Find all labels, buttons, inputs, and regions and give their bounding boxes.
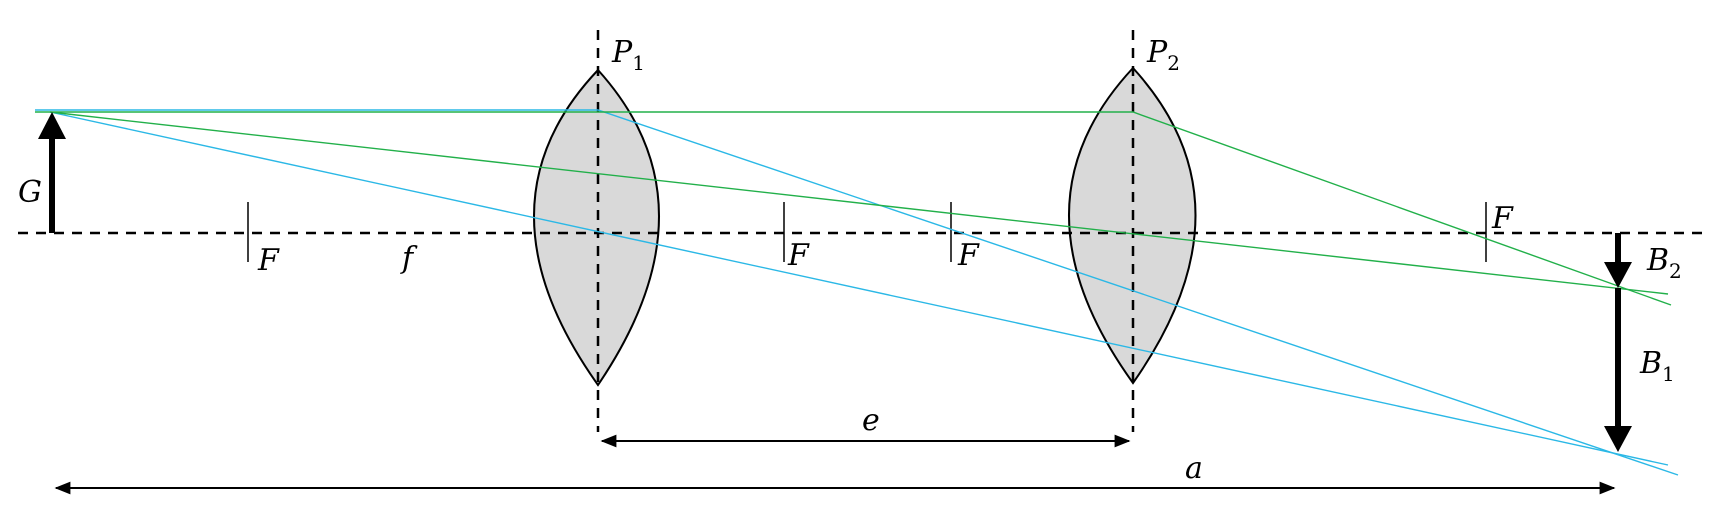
object-arrow-head (38, 112, 66, 139)
label-total-distance-a: a (1185, 451, 1203, 486)
label-image-1: B1 (1639, 346, 1675, 386)
label-focal-point-1: F (257, 243, 280, 278)
lens-2 (1068, 66, 1197, 385)
label-lens-1: P1 (611, 35, 645, 75)
ray-cyan-chief (49, 111, 1669, 466)
label-lens-2: P2 (1146, 35, 1180, 75)
label-image-2: B2 (1646, 243, 1682, 283)
label-focal-point-3: F (957, 238, 980, 273)
label-object-g: G (18, 175, 42, 210)
label-focal-length: f (400, 241, 418, 276)
image-2-arrow-head (1604, 262, 1632, 288)
lens-1 (533, 68, 660, 387)
ray-cyan-parallel (35, 109, 1679, 476)
image-1-arrow-head (1604, 426, 1632, 452)
ray-green-parallel (35, 111, 1672, 306)
label-separation-e: e (862, 403, 880, 438)
ray-green-through-focus (49, 111, 1669, 295)
label-focal-point-2: F (787, 238, 810, 273)
label-focal-point-4: F (1491, 201, 1514, 236)
